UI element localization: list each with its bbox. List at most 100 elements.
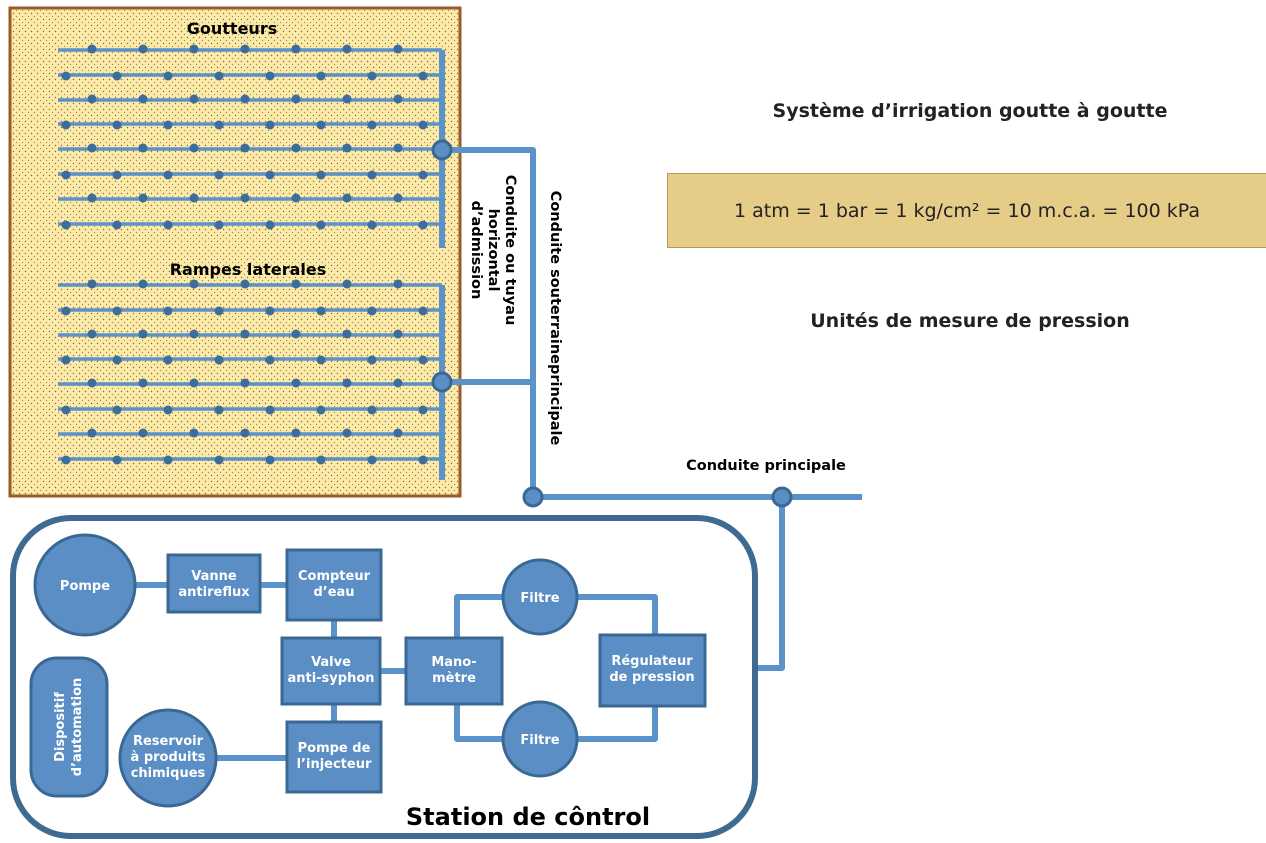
filter-bottom xyxy=(501,700,579,778)
emitter-dot xyxy=(265,71,275,81)
emitter-dot xyxy=(163,355,173,365)
emitter-dot xyxy=(163,455,173,465)
junction-station xyxy=(771,486,793,508)
emitters xyxy=(61,44,428,465)
emitter-dot xyxy=(214,455,224,465)
emitter-dot xyxy=(393,193,403,203)
emitter-dot xyxy=(291,44,301,54)
emitter-dot xyxy=(87,378,97,388)
emitter-dot xyxy=(418,455,428,465)
emitter-dot xyxy=(367,355,377,365)
junction-upper xyxy=(431,139,453,161)
pressure-regulator-label-1: Régulateur xyxy=(611,654,693,669)
emitter-dot xyxy=(342,44,352,54)
emitter-dot xyxy=(87,94,97,104)
automation-label-2: d’automation xyxy=(70,678,85,777)
emitter-dot xyxy=(367,306,377,316)
pressure-gauge-label-1: Mano- xyxy=(431,655,476,670)
pressure-gauge xyxy=(404,636,504,706)
emitter-dot xyxy=(265,355,275,365)
emitter-dot xyxy=(316,455,326,465)
emitter-dot xyxy=(265,220,275,230)
emitter-dot xyxy=(112,170,122,180)
emitters-label: Goutteurs xyxy=(187,19,277,38)
emitter-dot xyxy=(265,306,275,316)
emitter-dot xyxy=(214,71,224,81)
chemical-tank-label-1: Reservoir xyxy=(133,734,204,749)
emitter-dot xyxy=(214,170,224,180)
emitter-dot xyxy=(240,193,250,203)
main-pipe-label: Conduite principale xyxy=(686,458,846,474)
emitter-dot xyxy=(138,94,148,104)
emitter-dot xyxy=(61,170,71,180)
emitter-dot xyxy=(393,94,403,104)
emitter-dot xyxy=(87,279,97,289)
emitter-dot xyxy=(189,94,199,104)
injector-pump xyxy=(285,720,383,794)
diagram-title: Système d’irrigation goutte à goutte xyxy=(772,100,1168,122)
emitter-dot xyxy=(265,455,275,465)
emitter-dot xyxy=(214,306,224,316)
filter-top xyxy=(501,558,579,636)
pressure-gauge-label-2: mètre xyxy=(432,671,476,686)
backflow-valve-label-1: Vanne xyxy=(191,569,237,584)
emitter-dot xyxy=(240,94,250,104)
pump-label: Pompe xyxy=(60,579,110,594)
emitter-dot xyxy=(393,44,403,54)
emitter-dot xyxy=(367,220,377,230)
emitter-dot xyxy=(418,306,428,316)
anti-siphon-valve xyxy=(280,636,382,706)
emitter-dot xyxy=(112,71,122,81)
emitter-dot xyxy=(418,170,428,180)
emitter-dot xyxy=(265,120,275,130)
emitter-dot xyxy=(367,455,377,465)
emitter-dot xyxy=(112,355,122,365)
laterals-label: Rampes laterales xyxy=(170,260,327,279)
pressure-units-formula: 1 atm = 1 bar = 1 kg/cm² = 10 m.c.a. = 1… xyxy=(733,199,1201,222)
station-pipes xyxy=(130,582,658,761)
emitter-dot xyxy=(112,306,122,316)
emitter-dot xyxy=(393,143,403,153)
emitter-dot xyxy=(214,120,224,130)
pressure-regulator-label-2: de pression xyxy=(609,670,694,685)
backflow-valve-label-2: antireflux xyxy=(178,585,250,600)
pressure-regulator xyxy=(598,633,707,708)
emitter-dot xyxy=(316,220,326,230)
emitter-dot xyxy=(418,405,428,415)
pressure-units-caption: Unités de mesure de pression xyxy=(810,310,1130,332)
emitter-dot xyxy=(87,143,97,153)
emitter-dot xyxy=(393,378,403,388)
emitter-dot xyxy=(163,405,173,415)
emitter-dot xyxy=(342,143,352,153)
underground-pipe-label: Conduite souterraineprincipale xyxy=(547,191,563,446)
emitter-dot xyxy=(163,170,173,180)
emitter-dot xyxy=(342,279,352,289)
emitter-dot xyxy=(138,378,148,388)
emitter-dot xyxy=(189,143,199,153)
emitter-dot xyxy=(61,306,71,316)
water-meter-label-1: Compteur xyxy=(298,569,371,584)
emitter-dot xyxy=(214,405,224,415)
emitter-dot xyxy=(87,329,97,339)
emitter-dot xyxy=(291,329,301,339)
anti-siphon-label-2: anti-syphon xyxy=(287,671,374,686)
intake-label-line-3: d’admission xyxy=(468,201,484,300)
emitter-dot xyxy=(291,279,301,289)
automation-device xyxy=(29,656,109,798)
emitter-dot xyxy=(61,71,71,81)
emitter-dot xyxy=(189,44,199,54)
emitter-dot xyxy=(265,405,275,415)
emitter-dot xyxy=(367,405,377,415)
emitter-dot xyxy=(342,193,352,203)
emitter-dot xyxy=(240,378,250,388)
emitter-dot xyxy=(367,71,377,81)
water-meter xyxy=(285,548,383,622)
lateral-lines xyxy=(58,48,442,461)
emitter-dot xyxy=(112,405,122,415)
emitter-dot xyxy=(240,279,250,289)
emitter-dot xyxy=(138,193,148,203)
emitter-dot xyxy=(61,220,71,230)
junction-main xyxy=(522,486,544,508)
emitter-dot xyxy=(342,329,352,339)
